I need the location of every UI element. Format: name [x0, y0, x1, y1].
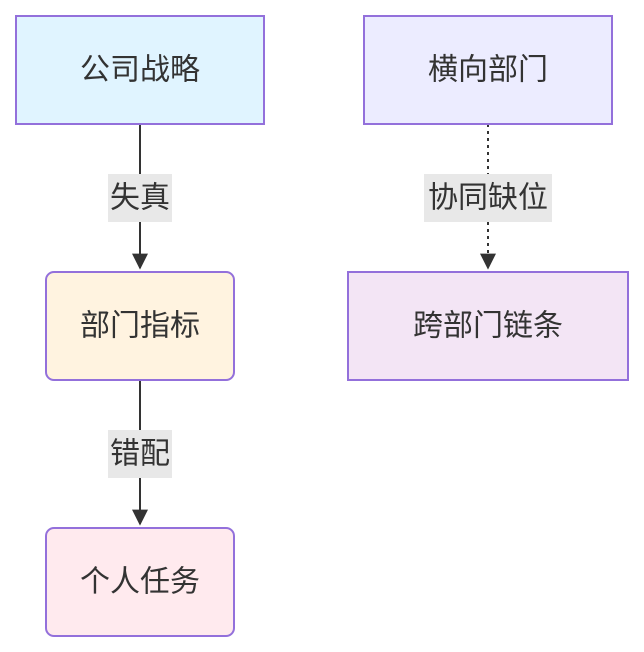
edge-label-bg-distortion	[108, 174, 172, 222]
node-personal-tasks	[45, 527, 235, 637]
edge-label-distortion: 失真	[110, 181, 170, 216]
edge-label-coordination-gap: 协同缺位	[428, 181, 548, 216]
node-horizontal-departments	[363, 15, 613, 125]
node-label-horizontal-departments: 横向部门	[428, 53, 548, 88]
node-label-company-strategy: 公司战略	[80, 53, 200, 88]
edge-label-bg-coordination-gap	[424, 174, 552, 222]
node-company-strategy	[15, 15, 265, 125]
node-label-cross-department-chain: 跨部门链条	[413, 309, 563, 344]
node-department-metrics	[45, 271, 235, 381]
node-label-department-metrics: 部门指标	[80, 309, 200, 344]
edge-label-bg-mismatch	[108, 430, 172, 478]
node-cross-department-chain	[347, 271, 629, 381]
node-label-personal-tasks: 个人任务	[80, 565, 200, 600]
edge-label-mismatch: 错配	[110, 437, 170, 472]
